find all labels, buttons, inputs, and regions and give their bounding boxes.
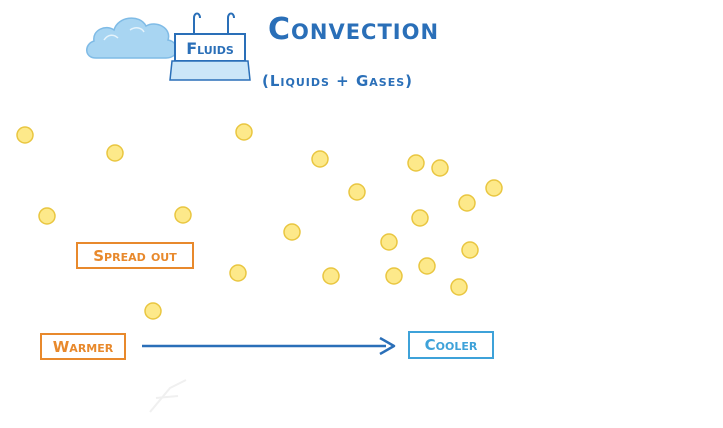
particle [235, 123, 253, 141]
page-subtitle: (Liquids + Gases) [262, 72, 413, 90]
particle [229, 264, 247, 282]
particles [16, 123, 503, 320]
fluids-sign [169, 12, 251, 81]
particle [38, 207, 56, 225]
cloud-icon [86, 17, 178, 59]
warm-to-cool-arrow [142, 336, 396, 356]
particle [407, 154, 425, 172]
particle [458, 194, 476, 212]
particle [174, 206, 192, 224]
particle [283, 223, 301, 241]
spread-out-label: Spread out [76, 242, 194, 269]
page-title: Convection [268, 12, 440, 47]
faint-sketch-mark [149, 379, 187, 413]
fluids-label: Fluids [186, 38, 234, 58]
particle [16, 126, 34, 144]
particle [411, 209, 429, 227]
particle [380, 233, 398, 251]
particle [450, 278, 468, 296]
particle [431, 159, 449, 177]
cooler-label: Cooler [408, 331, 494, 359]
particle [385, 267, 403, 285]
particle [106, 144, 124, 162]
warmer-label: Warmer [40, 333, 126, 360]
particle [461, 241, 479, 259]
particle [144, 302, 162, 320]
particle [485, 179, 503, 197]
particle [348, 183, 366, 201]
particle [418, 257, 436, 275]
particle [311, 150, 329, 168]
particle [322, 267, 340, 285]
